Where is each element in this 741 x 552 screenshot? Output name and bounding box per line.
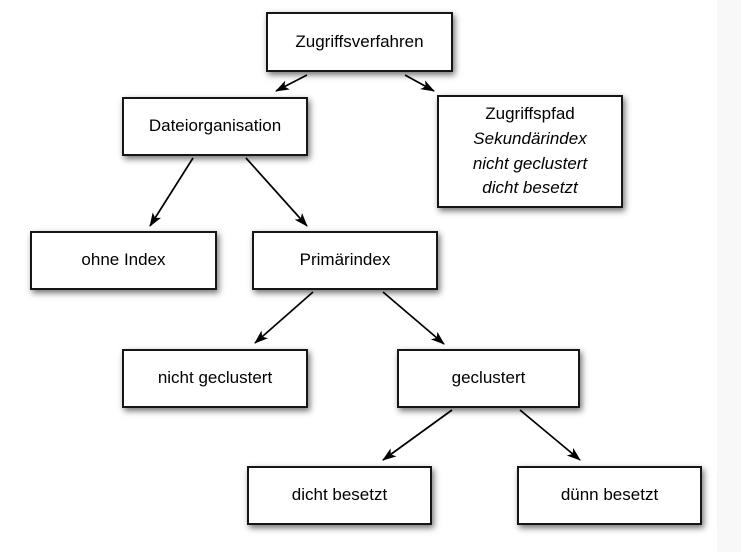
node-zugriffsverfahren: Zugriffsverfahren bbox=[266, 12, 453, 72]
node-nicht-geclustert: nicht geclustert bbox=[122, 349, 308, 408]
arrow-root-to-dateiorganisation bbox=[275, 74, 308, 92]
node-label: ohne Index bbox=[81, 250, 166, 270]
node-label: dicht besetzt bbox=[291, 485, 388, 505]
node-label: nicht geclustert bbox=[157, 368, 273, 388]
node-label: Zugriffsverfahren bbox=[295, 31, 424, 51]
node-label-line1: Zugriffspfad bbox=[485, 104, 575, 124]
arrow-geclustert-to-dicht-besetzt bbox=[382, 409, 453, 461]
arrow-primaerindex-to-nicht-geclustert bbox=[254, 291, 314, 344]
node-geclustert: geclustert bbox=[397, 349, 580, 408]
node-label: Dateiorganisation bbox=[148, 116, 282, 136]
arrow-dateiorganisation-to-ohne-index bbox=[149, 157, 194, 227]
node-label: Primärindex bbox=[299, 250, 391, 270]
node-label-line2: Sekundärindex bbox=[473, 128, 587, 148]
right-margin-strip bbox=[717, 0, 741, 552]
node-zugriffspfad: Zugriffspfad Sekundärindex nicht geclust… bbox=[437, 95, 623, 208]
node-label-line4: dicht besetzt bbox=[482, 178, 578, 198]
node-dateiorganisation: Dateiorganisation bbox=[122, 97, 308, 156]
node-primaerindex: Primärindex bbox=[252, 231, 438, 290]
node-label-line3: nicht geclustert bbox=[472, 153, 588, 173]
node-ohne-index: ohne Index bbox=[30, 231, 217, 290]
arrow-root-to-zugriffspfad bbox=[404, 74, 435, 92]
arrow-primaerindex-to-geclustert bbox=[382, 291, 445, 345]
node-duenn-besetzt: dünn besetzt bbox=[517, 466, 702, 525]
node-label: geclustert bbox=[451, 368, 526, 388]
node-label: dünn besetzt bbox=[560, 485, 659, 505]
arrow-geclustert-to-duenn-besetzt bbox=[519, 409, 581, 461]
node-dicht-besetzt: dicht besetzt bbox=[247, 466, 432, 525]
arrow-dateiorganisation-to-primaerindex bbox=[245, 157, 308, 227]
